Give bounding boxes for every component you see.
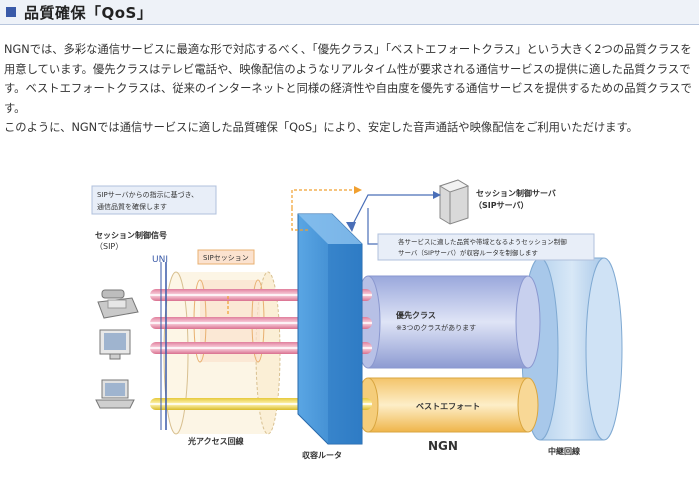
best-effort-cylinder bbox=[357, 377, 539, 433]
server-sub-label: （SIPサーバ） bbox=[474, 200, 529, 210]
router-panel bbox=[297, 213, 363, 445]
session-signal-sub: （SIP） bbox=[95, 242, 123, 251]
router-note-box bbox=[377, 233, 595, 261]
uni-label: UNI bbox=[152, 255, 168, 265]
sip-session-box bbox=[197, 249, 255, 265]
sip-note-line-2: 通信品質を確保します bbox=[97, 202, 167, 211]
server-icon bbox=[438, 179, 470, 225]
tv-monitor-icon bbox=[99, 329, 131, 360]
uni-line bbox=[160, 262, 167, 430]
heading-square-icon bbox=[6, 7, 16, 17]
page-title: 品質確保「QoS」 bbox=[24, 3, 153, 22]
laptop-icon bbox=[95, 379, 135, 409]
sip-note-box bbox=[91, 185, 217, 215]
intro-paragraph-2: このように、NGNでは通信サービスに適した品質確保「QoS」により、安定した音声… bbox=[4, 121, 638, 134]
priority-class-cylinder bbox=[355, 275, 541, 369]
section-heading: 品質確保「QoS」 bbox=[0, 0, 699, 25]
priority-class-note: ※3つのクラスがあります bbox=[396, 323, 476, 332]
server-label: セッション制御サーバ bbox=[476, 188, 556, 198]
intro-paragraph-1: NGNでは、多彩な通信サービスに最適な形で対応するべく、「優先クラス」「ベストエ… bbox=[4, 43, 692, 115]
sip-session-label: SIPセッション bbox=[203, 254, 249, 262]
priority-class-label: 優先クラス bbox=[395, 310, 436, 320]
sip-signal-arrows bbox=[227, 189, 354, 316]
best-effort-label: ベストエフォート bbox=[416, 402, 480, 411]
arrow-to-router-icon bbox=[346, 222, 356, 232]
arrow-to-server-icon bbox=[354, 186, 362, 194]
session-signal-label: セッション制御信号 bbox=[95, 230, 167, 240]
ngn-label: NGN bbox=[428, 439, 458, 453]
control-arrows bbox=[351, 194, 436, 245]
intro-text: NGNでは、多彩な通信サービスに最適な形で対応するべく、「優先クラス」「ベストエ… bbox=[4, 40, 694, 138]
router-note-line-1: 各サービスに適した品質や帯域となるようセッション制御 bbox=[398, 237, 567, 246]
arrow-head-icon bbox=[433, 191, 441, 199]
relay-line-label: 中継回線 bbox=[548, 446, 580, 456]
optical-line-label: 光アクセス回線 bbox=[187, 436, 244, 446]
relay-line-cylinder bbox=[521, 257, 623, 441]
sip-note-line-1: SIPサーバからの指示に基づき、 bbox=[97, 190, 198, 199]
router-label: 収容ルータ bbox=[302, 450, 342, 460]
phone-icon bbox=[97, 289, 139, 319]
router-note-line-2: サーバ（SIPサーバ）が収容ルータを制御します bbox=[398, 248, 538, 257]
